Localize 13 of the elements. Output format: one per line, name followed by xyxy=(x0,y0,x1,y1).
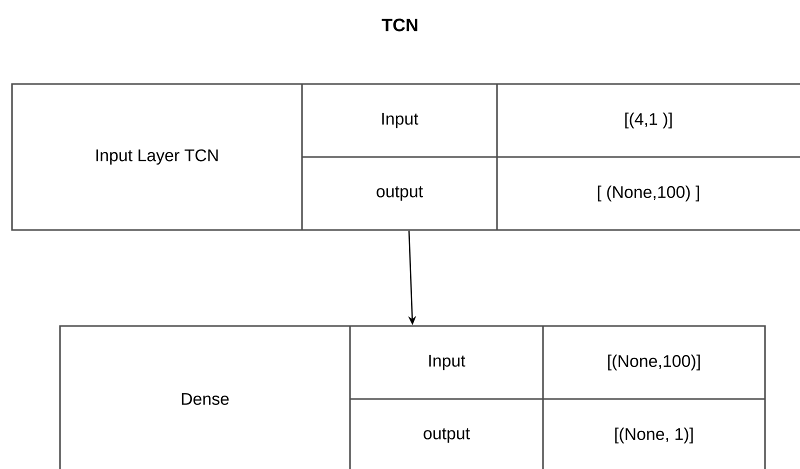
shape-value: [ (None,100) ] xyxy=(598,186,700,202)
row-label: Input xyxy=(429,354,466,370)
layer-name: Dense xyxy=(182,393,229,405)
shape-value: [(4,1 )] xyxy=(625,112,672,128)
row-label: output xyxy=(424,428,470,443)
title: TCN xyxy=(382,18,418,32)
shape-value: [(None, 1)] xyxy=(615,428,693,444)
layer-name: Input Layer TCN xyxy=(96,149,218,165)
layer-table xyxy=(11,83,800,231)
row-label: Input xyxy=(382,112,418,128)
row-label: output xyxy=(376,186,423,201)
layer-table xyxy=(59,325,766,469)
shape-value: [(None,100)] xyxy=(608,354,700,370)
